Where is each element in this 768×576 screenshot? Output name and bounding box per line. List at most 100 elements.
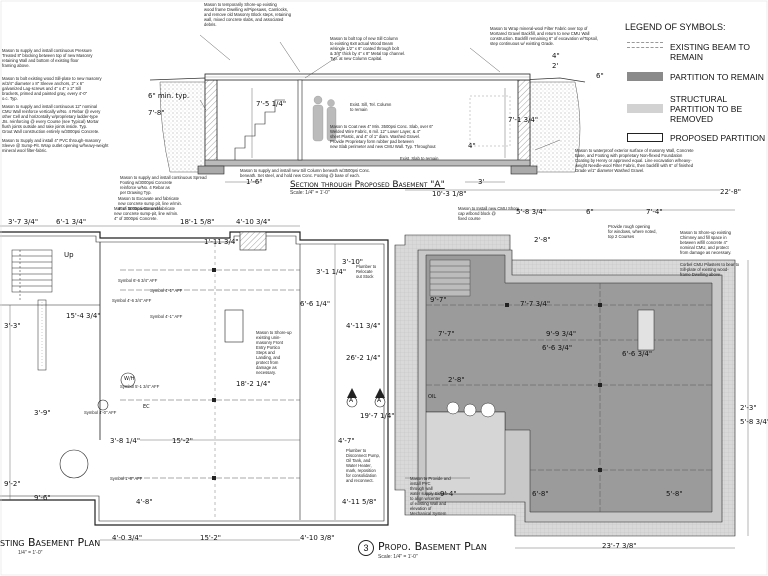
note-sill-column: Mason to supply and install new Sill Col… [240,168,371,178]
note-conc-slab: Mason to Coat new 4" Min. 3500psi Conc. … [330,124,436,149]
existing-dim-5: 1'-11 3/4" [204,238,239,246]
existing-dim-20: 4'-10 3/8" [300,534,335,542]
note-bolt-sill: Mason to bolt existing wood Sill-plate t… [2,76,102,101]
existing-dim-7: 3'-10" [342,258,364,266]
note-symbol-7: Symbol 1'-8" AFF [110,476,143,481]
existing-dim-12: 4'-7" [338,437,355,445]
note-plumber-disconnect: Plumber to Disconnect Pump, Oil Tank, an… [346,448,380,483]
existing-dim-21: 4'-11 5/8" [342,498,377,506]
legend-label-existing-beam: EXISTING BEAM TO REMAIN [670,42,750,62]
existing-dim-18: 4'-0 3/4" [112,534,143,542]
proposed-dim-17: 23'-7 3/8" [602,542,637,550]
existing-dim-22: 4'-11 3/4" [346,322,381,330]
section-dim-footing-right: 3' [478,178,485,186]
existing-dim-8: 3'-3" [4,322,21,330]
existing-dim-4: 18'-1 5/8" [180,218,215,226]
existing-dim-17: 4'-8" [136,498,153,506]
note-symbol-2: Symbol 4'-1" AFF [150,288,183,293]
note-symbol-3: Symbol 4'-6 3/4" AFF [112,298,152,303]
section-scale: Scale: 1/4" = 1'-0" [290,190,330,196]
note-symbol-5: Symbol 5'-1 3/4" AFF [120,384,160,389]
legend-label-partition-remain: PARTITION TO REMAIN [670,72,764,82]
section-dim-left: 7'-8" [148,109,165,117]
note-cmu-wall: Mason to supply and install continuous 1… [2,104,101,134]
existing-dim-1: 3'-7 3/4" [8,218,39,226]
existing-plan-scale: 1/4" = 1'-0" [18,550,43,556]
section-drawing [149,34,586,183]
note-waterproof: Mason to waterproof exterior surface of … [575,148,694,173]
section-dim-footing-left: 1'-6" [246,178,263,186]
proposed-dim-15: 6'-8" [532,490,549,498]
section-dim-top-1: 4" [552,52,560,60]
existing-dim-24: 19'-7 1/4" [360,412,395,420]
note-plumber-relocate: Plumber to Relocate out Stock [356,264,377,279]
legend-label-structural-removed: STRUCTURAL PARTITION TO BE REMOVED [670,94,743,124]
existing-plan [0,225,389,541]
existing-section-marker: A [349,397,354,404]
existing-dim-16: 9'-6" [34,494,51,502]
existing-dim-14: 3'-9" [34,409,51,417]
existing-dim-13: 3'-8 1/4" [110,437,141,445]
note-exist-column: Exist. Sill, Tel. Column to remain [350,102,392,112]
note-symbol-1: Symbol 6'-6 3/4" AFF [118,278,158,283]
section-dim-height-left: 7'-5 1/4" [256,100,287,108]
legend-label-proposed-partition: PROPOSED PARTITION [670,133,766,143]
legend-swatch-existing-beam [627,42,663,48]
note-cmu-shore: Mason to Install new CMU Shore, cap w/bo… [458,206,521,221]
proposed-section-marker: A [377,397,382,404]
existing-dim-15: 9'-2" [4,480,21,488]
section-dim-top-2: 2' [552,62,559,70]
note-exist-slab: Exist. Slab to remain [400,156,439,161]
proposed-dim-1: 10'-3 1/8" [432,190,467,198]
proposed-dim-14: 9'-4" [440,490,457,498]
existing-dim-3: 4'-10 3/4" [236,218,271,226]
note-excavate-sump: Mason to Excavate and fabricate new conc… [114,206,179,221]
legend-swatch-structural-removed [627,104,663,113]
existing-dim-11: 15'-2" [172,437,194,445]
proposed-plan [374,189,749,549]
note-shore-portico: Mason to Shore-up existing unin- masonry… [256,330,292,375]
existing-dim-9: 15'-4 3/4" [66,312,101,320]
ec-label: EC [143,404,150,410]
proposed-dim-18: 2'-3" [740,404,757,412]
existing-dim-25: 6'-6 1/4" [300,300,331,308]
proposed-dim-19: 5'-8 3/4" [740,418,768,426]
note-bolt-column: Mason to bolt top of new Sill Column to … [330,36,406,61]
note-corbel-pilasters: Corbel CMU Pilasters to bear to Sill-pla… [680,262,740,277]
proposed-dim-12: 6'-6 3/4" [622,350,653,358]
note-spread-footing: Mason to supply and install continuous S… [120,175,207,195]
legend-title: LEGEND OF SYMBOLS: [625,22,726,32]
section-dim-slab: 4" [468,142,476,150]
existing-dim-2: 6'-1 3/4" [56,218,87,226]
proposed-dim-9: 9'-9 3/4" [546,330,577,338]
proposed-dim-11: 6'-6 3/4" [542,344,573,352]
note-pvc-water-sleeve: Mason to Provide and install PVC through… [410,476,451,516]
proposed-plan-title: Propo. Basement Plan [378,540,487,553]
proposed-dim-8: 9'-7" [430,296,447,304]
oil-tank-label: OIL [428,394,437,400]
proposed-dim-5: 7'-4" [646,208,663,216]
proposed-dim-3: 5'-8 3/4" [516,208,547,216]
proposed-dim-10: 7'-7" [438,330,455,338]
section-title: Section through Proposed Basement "A" [290,180,445,190]
note-filter-fabric: Mason to Wrap mineral-wool Filter Fabric… [490,26,599,46]
section-dim-height-right: 7'-1 3/4" [508,116,539,124]
proposed-dim-2: 22'-8" [720,188,742,196]
section-dim-top-3: 6" [596,72,604,80]
proposed-dim-16: 5'-8" [666,490,683,498]
existing-plan-title: sting Basement Plan [0,536,101,549]
note-rough-opening: Provide rough opening for windows, where… [608,224,657,239]
proposed-plan-scale: Scale: 1/4" = 1'-0" [378,554,418,560]
existing-dim-6: 3'-1 1/4" [316,268,347,276]
note-pvc-sleeve: Mason to Supply and install 4" PVC throu… [2,138,109,153]
proposed-dim-13: 2'-8" [448,376,465,384]
existing-dim-23: 26'-2 1/4" [346,354,381,362]
proposed-plan-number: 3 [358,540,374,556]
note-sump-pit: Mason to Excavate and fabricate new conc… [118,196,183,211]
existing-stair-up: Up [64,251,74,259]
existing-dim-10: 18'-2 1/4" [236,380,271,388]
proposed-dim-7: 7'-7 3/4" [520,300,551,308]
note-shore-chimney: Mason to Shore-up existing Chimney and f… [680,230,732,255]
